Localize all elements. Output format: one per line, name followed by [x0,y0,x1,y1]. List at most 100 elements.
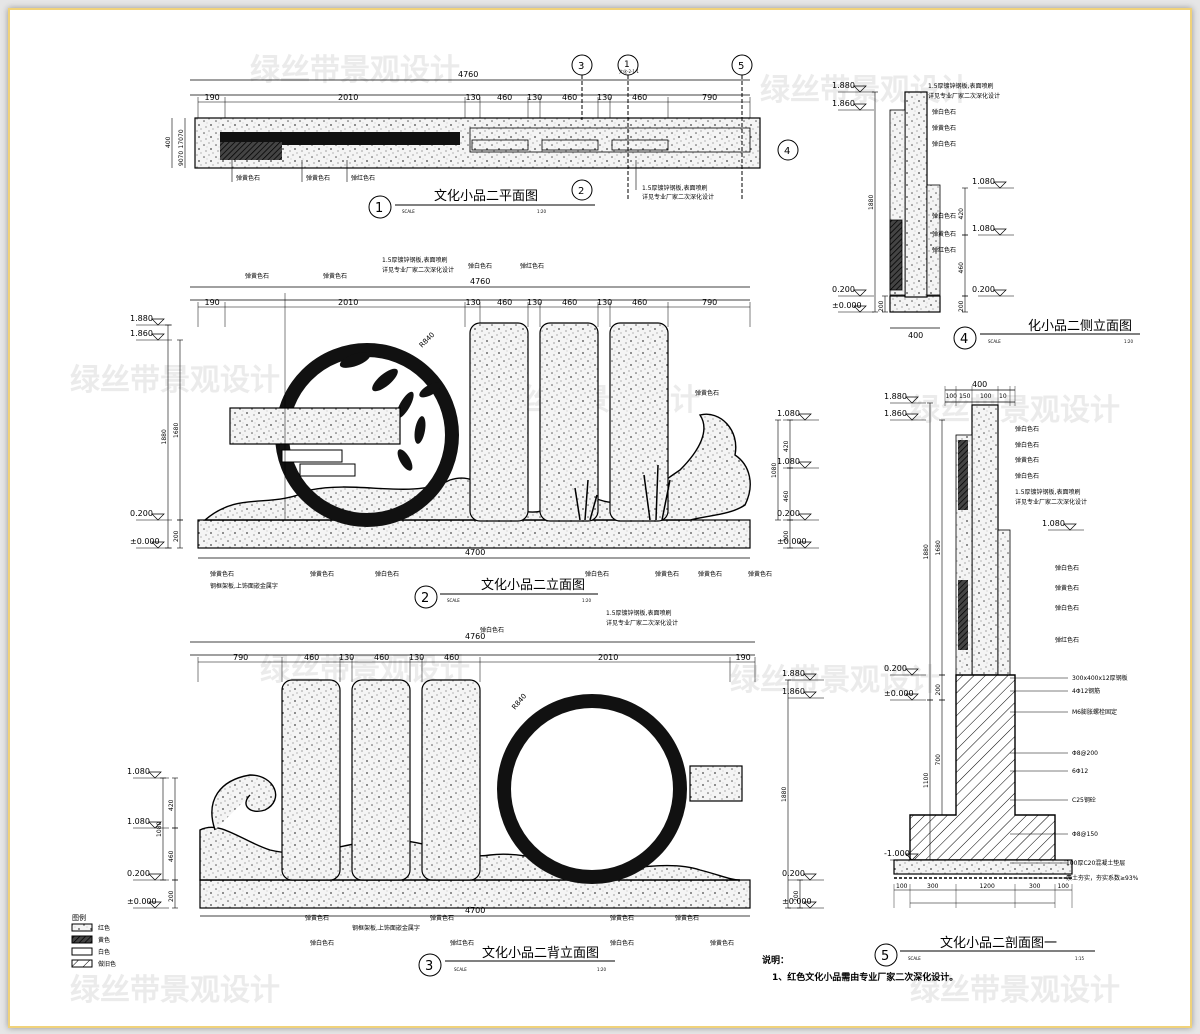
dim-label: 420 [168,799,175,811]
section-callout-label: 素土夯实，夯实系数≥93% [1066,874,1139,882]
svg-text:SCALE: SCALE [908,956,921,961]
svg-text:弹白色石: 弹白色石 [585,570,609,578]
svg-text:300: 300 [927,883,939,890]
front-column-3 [609,322,669,522]
level-label: 1.880 [130,314,153,323]
svg-text:弹黄色石: 弹黄色石 [1055,584,1079,592]
dim-label: 1880 [923,544,930,559]
side-title-block: 4 化小品二侧立面图 SCALE 1:20 [953,319,1140,350]
level-label: 1.880 [884,392,907,401]
svg-text:1200: 1200 [980,883,995,890]
back-column-2 [351,679,411,881]
side-elevation: 1.8801.8600.200±0.00018802001.0801.0800.… [832,81,1140,350]
drawing-sheet: 绿丝带景观设计 绿丝带景观设计 绿丝带景观设计 绿丝带景观设计 绿丝带景观设计 … [8,8,1192,1028]
level-label: 0.200 [782,869,805,878]
svg-text:400: 400 [165,136,172,148]
svg-text:弹黄色石: 弹黄色石 [1015,456,1039,464]
svg-text:弹红色石: 弹红色石 [450,939,474,947]
dim-label: 1880 [868,195,875,210]
svg-text:2: 2 [421,591,429,606]
side-material-labels: 1.5厚镀锌钢板,表面喷刷 详见专业厂家二次深化设计 弹白色石 弹黄色石 弹白色… [928,82,1000,254]
svg-text:弹白色石: 弹白色石 [1015,472,1039,480]
front-dim-label: 460 [632,298,647,307]
back-dim-label: 2010 [598,653,618,662]
svg-text:70: 70 [178,129,185,137]
section-bedding [893,859,1073,875]
back-levels: 1.0801.0800.200±0.00042010804602001.8801… [127,669,824,909]
dim-label: 1880 [161,429,168,444]
svg-text:4760: 4760 [470,277,490,286]
svg-text:钢框架板,上饰面嵌金属字: 钢框架板,上饰面嵌金属字 [210,582,278,590]
svg-text:4: 4 [960,332,968,347]
svg-text:R840: R840 [510,692,528,711]
svg-text:白色: 白色 [98,948,110,956]
callout-2: 2 [571,179,593,201]
plan-dim-label: 190 [205,93,220,102]
svg-text:弹白色石: 弹白色石 [1015,441,1039,449]
svg-text:4700: 4700 [465,548,485,557]
section-main-wall [971,404,999,676]
plan-title-block: 1 文化小品二平面图 SCALE 1:20 [368,189,595,219]
plan-dim-label: 130 [597,93,612,102]
level-label: ±0.000 [127,897,157,906]
dim-label: 200 [958,300,965,312]
dim-label: 1680 [935,540,942,555]
back-material-labels: 弹白色石 1.5厚镀锌钢板,表面喷刷 详见专业厂家二次深化设计 弹黄色石 钢框架… [305,609,734,947]
front-dim-label: 460 [497,298,512,307]
front-name-plate [229,407,401,445]
callout-5: 5 [731,54,753,200]
plan-title: 文化小品二平面图 [434,189,538,204]
level-label: ±0.000 [832,301,862,310]
svg-text:1:20: 1:20 [1124,339,1133,344]
level-label: ±0.000 [782,897,812,906]
front-dim-label: 190 [205,298,220,307]
callout-1: 1 文化-2-1-1 [617,54,639,200]
watermark: 绿丝带景观设计 [910,973,1120,1008]
svg-text:弹白色石: 弹白色石 [932,212,956,220]
svg-text:170: 170 [178,137,185,149]
back-title-block: 3 文化小品二背立面图 SCALE 1:20 [418,946,615,977]
dim-label: 200 [878,300,885,312]
front-column-1 [469,322,529,522]
svg-text:弹黄色石: 弹黄色石 [306,174,330,182]
front-dim-label: 130 [597,298,612,307]
front-base [197,519,751,549]
svg-text:弹黄色石: 弹黄色石 [695,389,719,397]
section-title: 文化小品二剖面图一 [940,936,1057,951]
svg-text:弹白色石: 弹白色石 [310,939,334,947]
plan-total-dim: 4760 [458,70,478,79]
side-main-panel [904,91,928,298]
plan-columns-outline [469,127,751,153]
level-label: 0.200 [130,509,153,518]
legend-swatch-red [71,923,93,932]
section-callout-label: 4Φ12钢筋 [1072,687,1100,695]
section-callout-label: M6膨胀螺栓固定 [1072,708,1117,716]
svg-text:弹黄色石: 弹黄色石 [698,570,722,578]
svg-text:弹红色石: 弹红色石 [520,262,544,270]
watermark: 绿丝带景观设计 [250,53,460,88]
level-label: 1.080 [127,817,150,826]
svg-text:做旧色: 做旧色 [98,960,116,968]
back-dim-label: 130 [339,653,354,662]
back-scroll-ornament [211,774,277,831]
svg-text:弹红色石: 弹红色石 [351,174,375,182]
front-title: 文化小品二立面图 [481,578,585,593]
svg-text:弹黄色石: 弹黄色石 [236,174,260,182]
svg-text:详见专业厂家二次深化设计: 详见专业厂家二次深化设计 [382,266,454,274]
level-label: -1.000 [884,849,910,858]
plan-dark-band [220,132,460,145]
svg-text:100: 100 [1058,883,1070,890]
svg-text:5: 5 [738,61,744,72]
legend-swatch-aged [71,959,93,968]
svg-text:1.5厚镀锌钢板,表面喷刷: 1.5厚镀锌钢板,表面喷刷 [928,82,993,90]
back-dim-label: 460 [444,653,459,662]
back-ring [497,694,687,884]
svg-text:3: 3 [578,61,584,72]
section-callout-label: Φ8@200 [1072,750,1098,757]
svg-text:SCALE: SCALE [988,339,1001,344]
svg-text:详见专业厂家二次深化设计: 详见专业厂家二次深化设计 [606,619,678,627]
level-label: 0.200 [884,664,907,673]
